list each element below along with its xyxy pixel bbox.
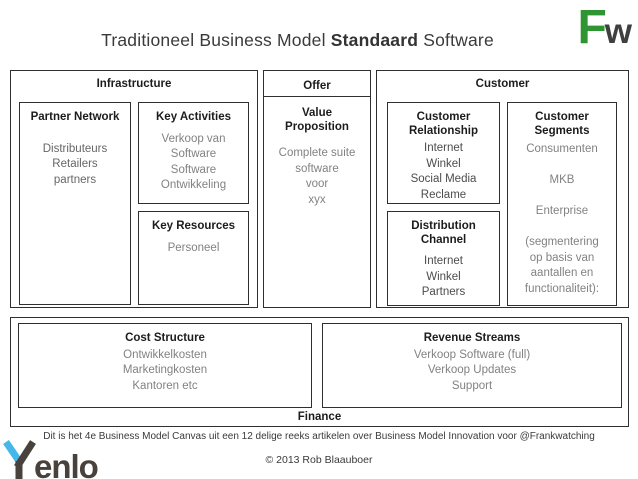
revenue-streams-title: Revenue Streams: [423, 332, 521, 344]
partner-network-content: Distributeurs Retailers partners: [42, 142, 108, 186]
distribution-channel-title: Distribution Channel: [411, 220, 476, 246]
revenue-streams-cell: Revenue Streams Verkoop Software (full) …: [322, 323, 622, 408]
key-resources-title: Key Resources: [151, 220, 236, 232]
key-activities-title: Key Activities: [156, 111, 231, 123]
infrastructure-section: Infrastructure Partner Network Distribut…: [10, 70, 258, 308]
frankwatching-logo: Fw: [577, 2, 632, 65]
key-resources-cell: Key Resources Personeel: [138, 211, 249, 305]
customer-relationship-content: Internet Winkel Social Media Reclame: [410, 142, 477, 201]
yenlo-wordmark-text: enlo: [34, 448, 98, 479]
offer-label: Offer: [264, 71, 370, 97]
finance-label: Finance: [297, 411, 342, 423]
customer-segments-content: Consumenten MKB Enterprise (segmentering…: [524, 143, 600, 295]
cost-structure-title: Cost Structure: [125, 332, 205, 344]
footnote-text: Dit is het 4e Business Model Canvas uit …: [43, 431, 595, 442]
partner-network-title: Partner Network: [30, 111, 120, 123]
page-title-suffix: Software: [418, 30, 494, 50]
key-resources-content: Personeel: [167, 241, 220, 254]
cost-structure-content: Ontwikkelkosten Marketingkosten Kantoren…: [122, 348, 208, 392]
offer-section: Offer Value Proposition Complete suite s…: [263, 70, 371, 308]
revenue-streams-content: Verkoop Software (full) Verkoop Updates …: [413, 348, 531, 392]
page-title: Traditioneel Business Model Standaard So…: [10, 30, 585, 51]
fw-logo-w-letter: w: [604, 12, 632, 51]
cost-structure-cell: Cost Structure Ontwikkelkosten Marketing…: [18, 323, 312, 408]
customer-segments-title: Customer Segments: [534, 111, 590, 137]
value-proposition-content: Complete suite software voor xyx: [278, 147, 356, 206]
customer-section: Customer Customer Relationship Internet …: [376, 70, 629, 308]
key-activities-content: Verkoop van Software Software Ontwikkeli…: [160, 132, 227, 192]
yenlo-logo: enlo: [2, 440, 99, 479]
finance-section: Cost Structure Ontwikkelkosten Marketing…: [10, 317, 629, 427]
customer-label: Customer: [475, 78, 530, 90]
page-title-bold: Standaard: [330, 30, 419, 50]
distribution-channel-cell: Distribution Channel Internet Winkel Par…: [387, 211, 500, 306]
distribution-channel-content: Internet Winkel Partners: [421, 255, 466, 298]
yenlo-logo-svg: enlo: [3, 440, 99, 479]
fw-logo-f-letter: F: [577, 1, 607, 54]
customer-relationship-title: Customer Relationship: [408, 111, 478, 137]
partner-network-cell: Partner Network Distributeurs Retailers …: [19, 102, 131, 305]
customer-relationship-cell: Customer Relationship Internet Winkel So…: [387, 102, 500, 204]
customer-segments-cell: Customer Segments Consumenten MKB Enterp…: [507, 102, 617, 306]
key-activities-cell: Key Activities Verkoop van Software Soft…: [138, 102, 249, 204]
page-title-prefix: Traditioneel Business Model: [101, 30, 331, 50]
copyright-text: © 2013 Rob Blaauboer: [265, 454, 373, 466]
infrastructure-label: Infrastructure: [96, 78, 172, 90]
value-proposition-title: Value Proposition: [285, 107, 349, 133]
